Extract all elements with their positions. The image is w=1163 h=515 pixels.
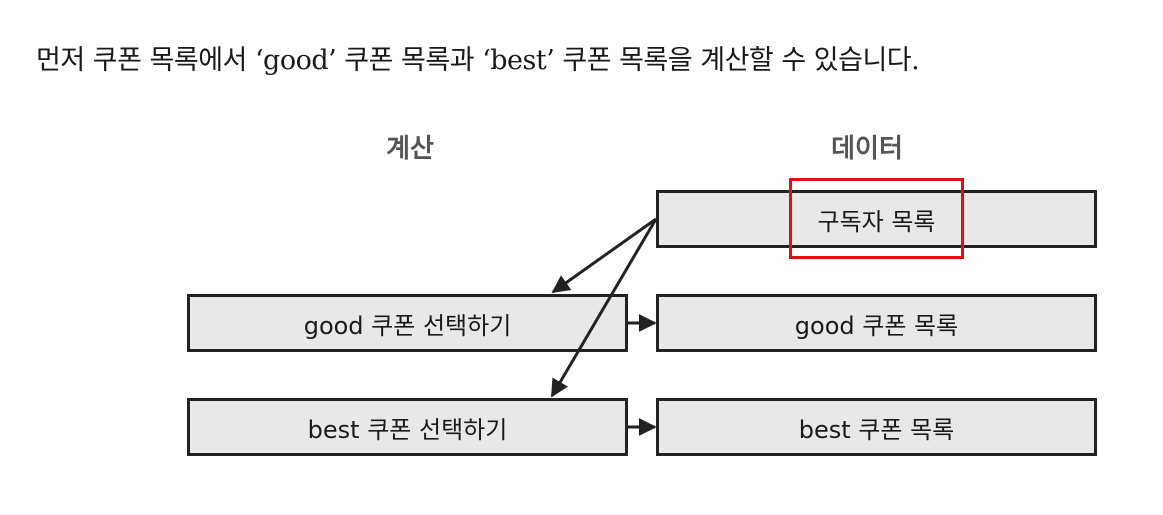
select-good-coupon-box: good 쿠폰 선택하기	[187, 294, 628, 352]
highlight-frame	[789, 178, 964, 259]
select-best-coupon-box: best 쿠폰 선택하기	[187, 398, 628, 456]
best-coupon-list-box: best 쿠폰 목록	[656, 398, 1097, 456]
good-coupon-list-box: good 쿠폰 목록	[656, 294, 1097, 352]
arrow-subscribers-to-good	[551, 217, 657, 294]
column-heading-compute: 계산	[386, 134, 434, 164]
column-heading-data: 데이터	[831, 134, 903, 164]
subscriber-list-box: 구독자 목록	[656, 190, 1097, 248]
intro-text: 먼저 쿠폰 목록에서 ‘good’ 쿠폰 목록과 ‘best’ 쿠폰 목록을 계…	[36, 45, 920, 76]
arrow-subscribers-to-best	[550, 218, 658, 398]
